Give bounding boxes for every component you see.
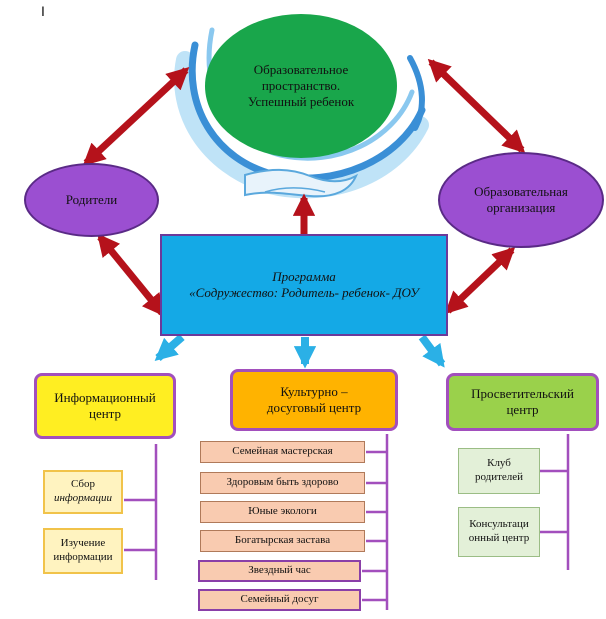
info-center-node: Информационный центр [34, 373, 176, 439]
education-item-consult-line-2: онный центр [468, 532, 530, 544]
education-item-club: Клуб родителей [458, 448, 540, 494]
education-center-node: Просветительский центр [446, 373, 599, 431]
arrow-program-info [154, 333, 185, 362]
info-item-study: Изучение информации [43, 528, 123, 574]
arrow-center-organization [427, 58, 526, 154]
info-item-collect-line-2: информации [53, 492, 113, 504]
center-line-1: Образовательное [253, 61, 349, 77]
arrow-program-education [418, 334, 446, 368]
education-connectors [540, 434, 570, 570]
info-connectors [124, 444, 158, 580]
center-line-3: Успешный ребенок [247, 94, 355, 110]
education-center-line-1: Просветительский [471, 385, 574, 401]
arrow-organization-program [444, 246, 516, 315]
info-item-study-line-2: информации [53, 551, 113, 563]
organization-line-2: организация [486, 200, 556, 215]
center-line-2: пространство. [261, 77, 341, 93]
organization-line-1: Образовательная [474, 183, 568, 199]
program-line-2: «Содружество: Родитель- ребенок- ДОУ [189, 285, 419, 300]
culture-item: Богатырская застава [200, 530, 365, 552]
education-item-consult: Консультаци онный центр [458, 507, 540, 557]
program-line-1: Программа [272, 268, 336, 284]
blue-arrows [154, 333, 446, 369]
info-item-collect-line-1: Сбор [70, 478, 96, 491]
culture-item: Звездный час [198, 560, 361, 582]
culture-item: Здоровым быть здорово [200, 472, 365, 494]
culture-center-line-2: досуговый центр [266, 400, 362, 415]
culture-center-line-1: Культурно – [280, 383, 348, 399]
info-item-collect: Сбор информации [43, 470, 123, 514]
culture-item: Семейная мастерская [200, 441, 365, 463]
culture-center-node: Культурно – досуговый центр [230, 369, 398, 431]
parents-node: Родители [24, 163, 159, 237]
culture-item: Семейный досуг [198, 589, 361, 611]
arrow-parents-program [97, 233, 165, 317]
education-center-line-2: центр [506, 402, 539, 417]
program-node: Программа «Содружество: Родитель- ребено… [160, 234, 448, 336]
culture-connectors [362, 434, 389, 610]
parents-label: Родители [65, 191, 118, 207]
red-arrows [82, 58, 526, 317]
organization-node: Образовательная организация [438, 152, 604, 248]
education-item-consult-line-1: Консультаци [469, 518, 529, 531]
info-center-line-2: центр [88, 406, 122, 421]
arrow-center-parents [82, 66, 190, 167]
educational-space-node: Образовательное пространство. Успешный р… [205, 14, 397, 158]
info-item-study-line-1: Изучение [60, 537, 106, 550]
info-center-line-1: Информационный [54, 389, 156, 405]
education-item-club-line-2: родителей [474, 471, 524, 483]
text-marker: I [41, 3, 45, 19]
culture-item: Юные экологи [200, 501, 365, 523]
education-item-club-line-1: Клуб [487, 457, 511, 470]
